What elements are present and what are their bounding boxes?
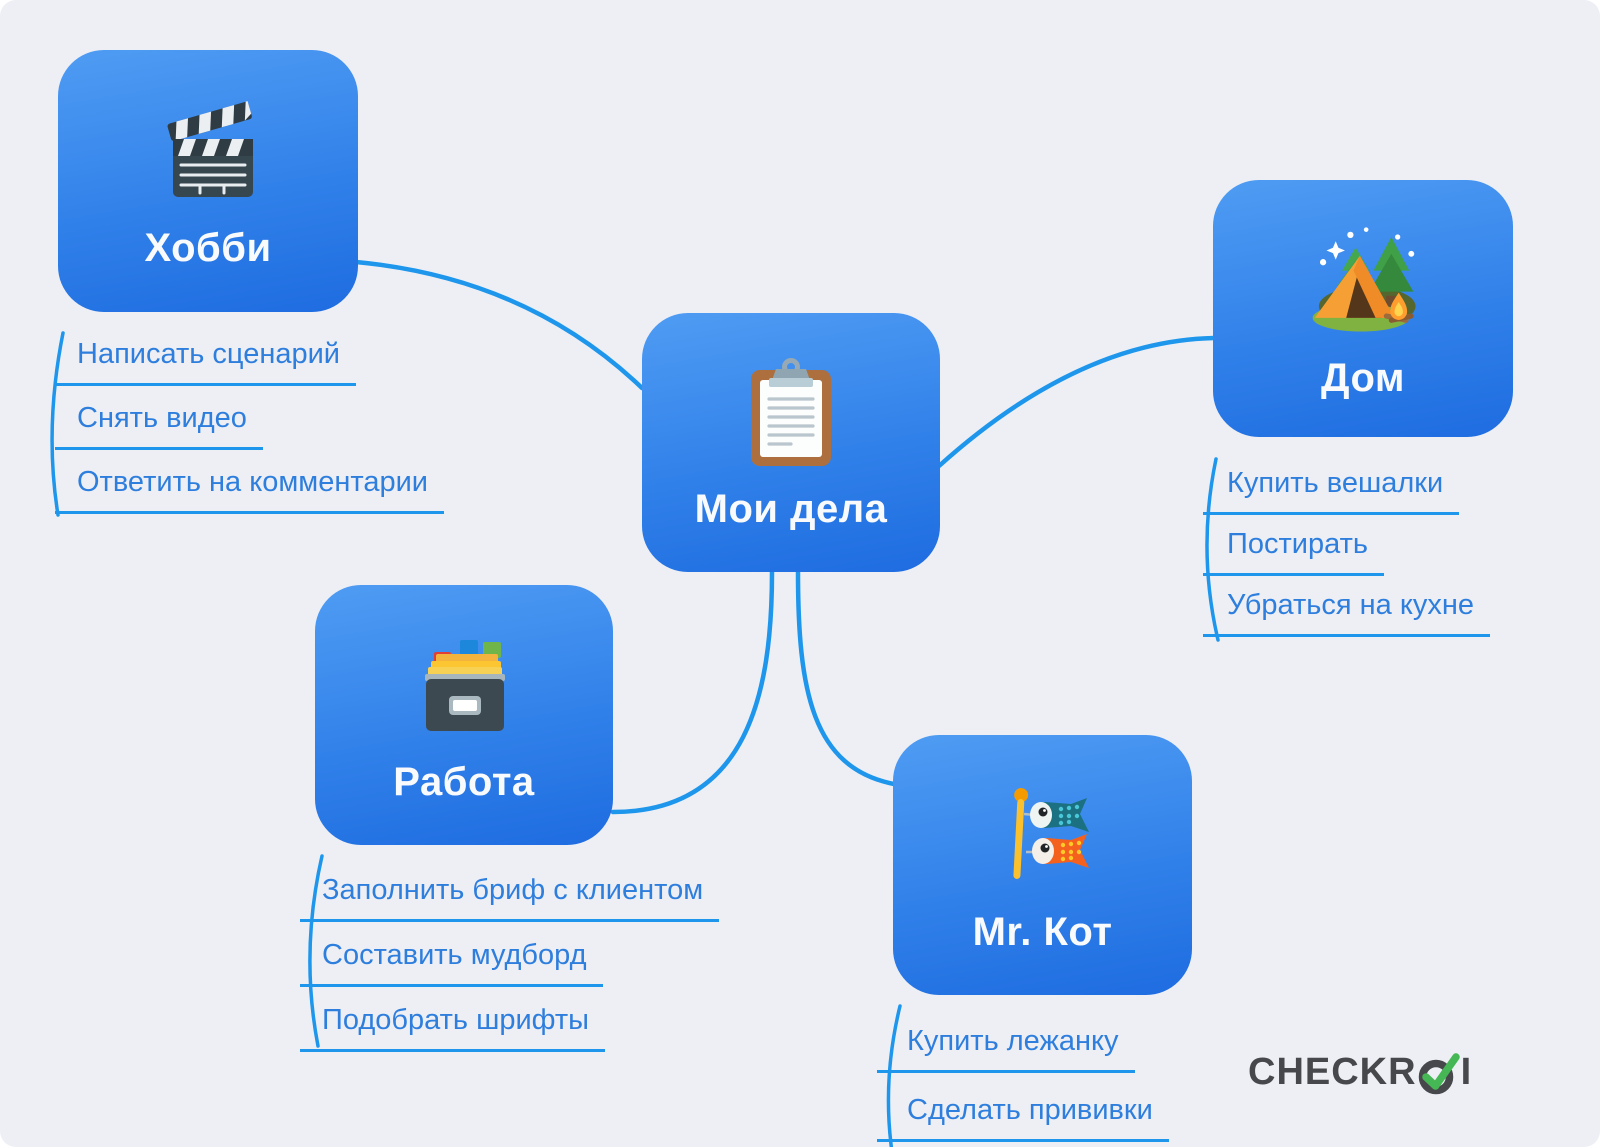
clapperboard-icon — [167, 100, 253, 197]
central-node: Мои дела — [642, 313, 940, 572]
clipboard-icon — [751, 358, 831, 466]
logo-check-o-icon — [1417, 1046, 1461, 1098]
camping-icon — [1312, 227, 1416, 332]
branch-node-cat: Mr. Кот — [893, 735, 1192, 995]
branch-node-home: Дом — [1213, 180, 1513, 437]
task-spine-hobby — [50, 331, 65, 517]
connector-center-hobby — [353, 259, 645, 391]
task-list-hobby: Написать сценарий Снять видео Ответить н… — [55, 331, 444, 523]
connector-center-work — [610, 569, 775, 815]
logo-text-suffix: I — [1460, 1050, 1473, 1093]
branch-node-hobby: Хобби — [58, 50, 358, 312]
branch-label-hobby: Хобби — [144, 225, 272, 270]
checkroi-logo: CHECKR I — [1248, 1046, 1472, 1098]
task-item: Постирать — [1203, 521, 1384, 576]
branch-node-work: Работа — [315, 585, 613, 845]
branch-label-work: Работа — [393, 759, 535, 804]
task-spine-home — [1205, 457, 1220, 642]
connector-center-cat — [795, 569, 897, 787]
task-item: Составить мудборд — [300, 932, 603, 987]
branch-label-cat: Mr. Кот — [972, 909, 1113, 954]
task-spine-cat — [886, 1004, 902, 1147]
connector-center-home — [936, 335, 1217, 469]
task-list-work: Заполнить бриф с клиентом Составить мудб… — [300, 867, 720, 1062]
task-item: Купить лежанку — [877, 1018, 1135, 1073]
card-file-box-icon — [425, 639, 505, 731]
task-list-home: Купить вешалки Постирать Убраться на кух… — [1203, 460, 1491, 643]
task-item: Убраться на кухне — [1203, 582, 1491, 637]
task-item: Снять видео — [55, 395, 263, 450]
task-item: Купить вешалки — [1203, 460, 1460, 515]
task-list-cat: Купить лежанку Сделать прививки — [877, 1018, 1169, 1147]
carp-streamer-icon — [1012, 787, 1089, 879]
task-item: Написать сценарий — [55, 331, 356, 386]
task-item: Сделать прививки — [877, 1087, 1169, 1142]
branch-label-home: Дом — [1321, 356, 1405, 400]
task-item: Ответить на комментарии — [55, 459, 444, 514]
central-node-label: Мои дела — [694, 487, 888, 531]
task-spine-work — [308, 854, 324, 1048]
logo-text-prefix: CHECKR — [1248, 1050, 1417, 1093]
task-item: Подобрать шрифты — [300, 997, 606, 1052]
task-item: Заполнить бриф с клиентом — [300, 867, 720, 922]
